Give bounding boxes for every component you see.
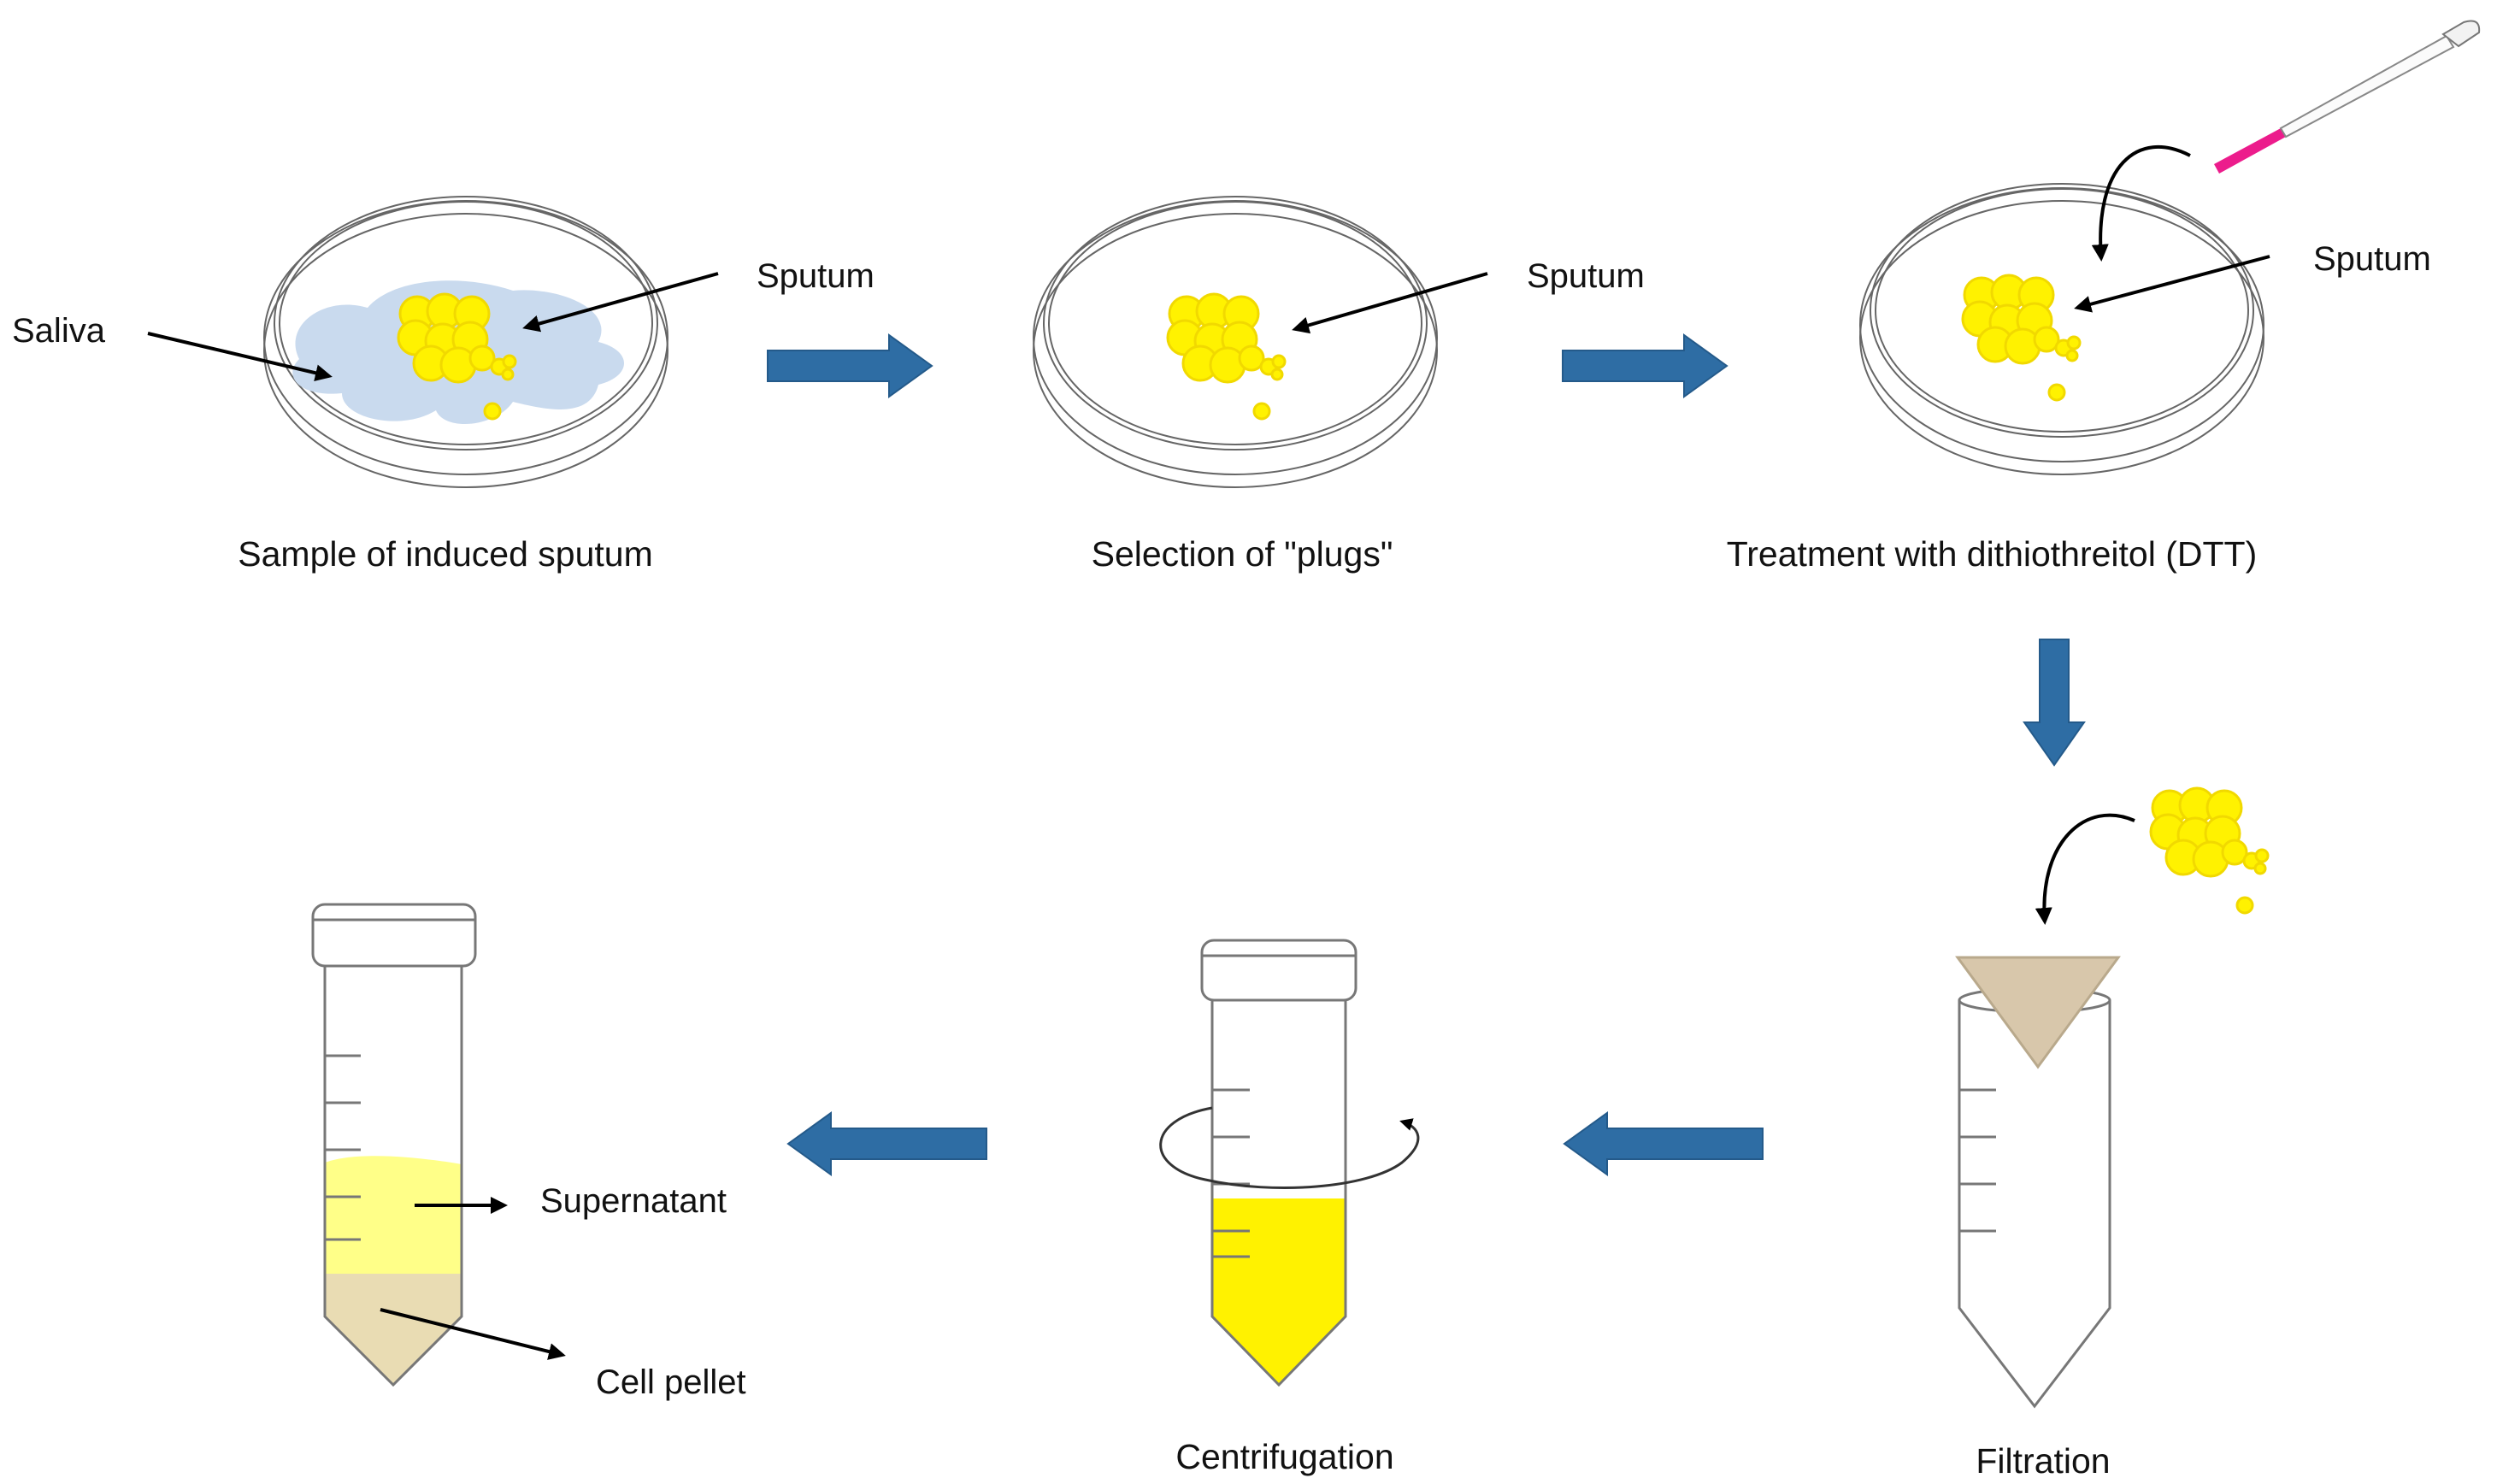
drop-curve-arrow bbox=[2091, 145, 2191, 262]
flow-arrow-1 bbox=[767, 333, 933, 398]
rotation-arrow-icon bbox=[1159, 1106, 1420, 1189]
petri-dish-3 bbox=[1859, 183, 2264, 475]
sputum-pointer-arrow-1 bbox=[522, 272, 719, 333]
pellet-pointer-arrow bbox=[380, 1308, 566, 1360]
sputum-blob-4 bbox=[2149, 786, 2270, 915]
flow-arrow-2 bbox=[1562, 333, 1728, 398]
sputum-label-1: Sputum bbox=[757, 257, 875, 295]
flow-arrow-3 bbox=[2023, 639, 2086, 767]
sputum-label-2: Sputum bbox=[1527, 257, 1645, 295]
sputum-blob-2 bbox=[1166, 292, 1287, 421]
step-treatment: Sputum Treatment with dithiothreitol (DT… bbox=[1727, 20, 2481, 574]
supernatant-label: Supernatant bbox=[540, 1182, 727, 1220]
petri-dish-2 bbox=[1033, 196, 1438, 488]
pellet-fill bbox=[325, 1274, 462, 1385]
cell-pellet-label: Cell pellet bbox=[596, 1363, 746, 1401]
filter-funnel bbox=[1955, 956, 2121, 1069]
tube-graduations-centrifuge bbox=[1212, 1088, 1250, 1258]
sputum-blob-3 bbox=[1961, 274, 2082, 402]
tube-graduations-filtration bbox=[1959, 1088, 1996, 1233]
petri-dish-1 bbox=[263, 196, 668, 488]
saliva-label: Saliva bbox=[12, 312, 106, 350]
caption-centrifugation: Centrifugation bbox=[1175, 1437, 1393, 1476]
result-tube bbox=[311, 903, 477, 1387]
centrifuge-tube bbox=[1200, 939, 1357, 1387]
saliva-pointer-arrow bbox=[147, 332, 333, 382]
step-selection: Sputum Selection of "plugs" bbox=[1033, 196, 1645, 574]
tube-graduations-result bbox=[325, 1054, 361, 1241]
step-filtration: Filtration bbox=[1955, 786, 2270, 1481]
caption-filtration: Filtration bbox=[1976, 1441, 2110, 1481]
supernatant-fill bbox=[325, 1156, 462, 1274]
sputum-label-3: Sputum bbox=[2313, 240, 2431, 278]
caption-treatment: Treatment with dithiothreitol (DTT) bbox=[1727, 534, 2258, 574]
sputum-pointer-arrow-3 bbox=[2074, 255, 2270, 313]
liquid-fill bbox=[1212, 1198, 1346, 1385]
flow-arrow-5 bbox=[786, 1111, 987, 1176]
flow-arrow-4 bbox=[1563, 1111, 1764, 1176]
pipette-icon bbox=[2214, 20, 2481, 174]
caption-sample: Sample of induced sputum bbox=[238, 534, 652, 574]
step-centrifugation: Centrifugation bbox=[1159, 939, 1420, 1476]
step-result: Supernatant Cell pellet bbox=[311, 903, 746, 1401]
step-sample: Saliva Sputum Sample of induced sputum bbox=[12, 196, 875, 574]
pour-curve-arrow bbox=[2035, 813, 2135, 925]
caption-selection: Selection of "plugs" bbox=[1092, 534, 1393, 574]
sputum-pointer-arrow-2 bbox=[1292, 272, 1488, 334]
